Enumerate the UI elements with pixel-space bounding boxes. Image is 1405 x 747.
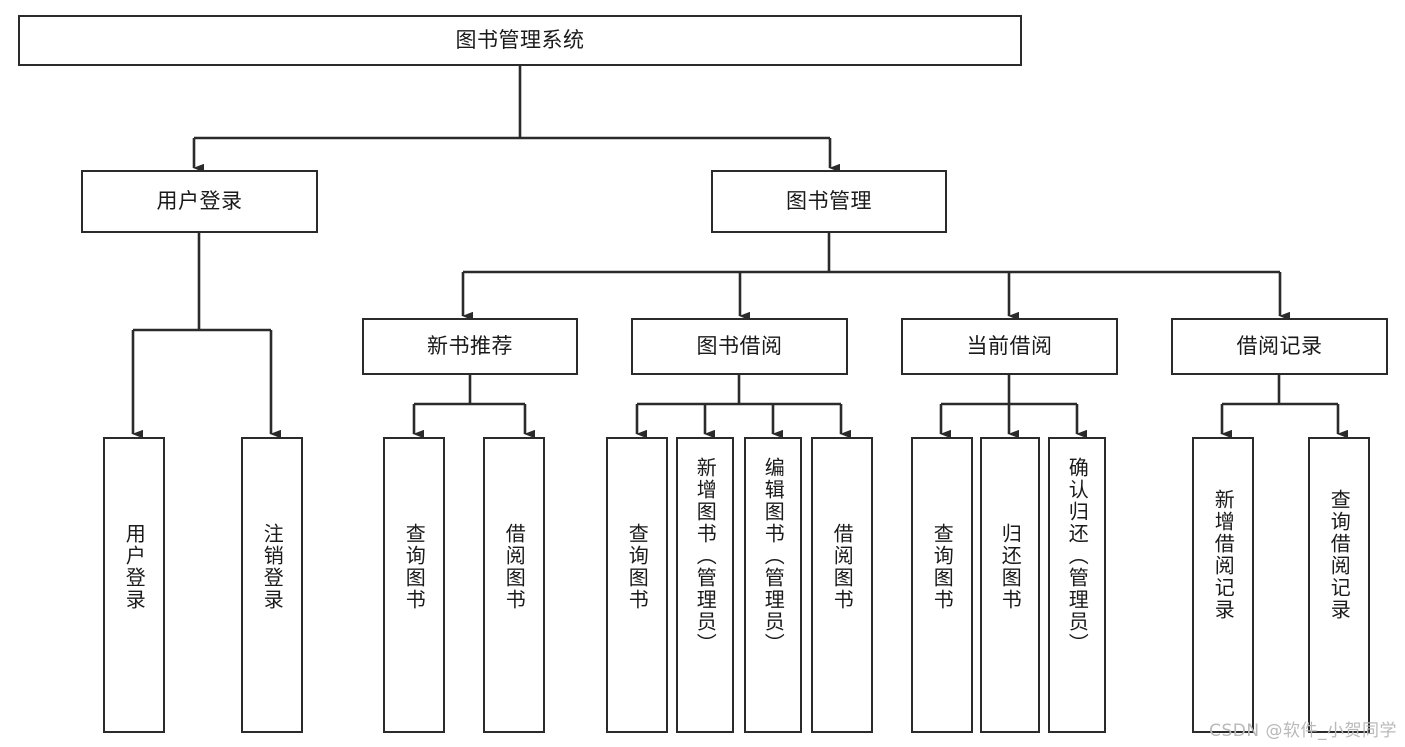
node-leaf-return-book[interactable]: 归还图书 bbox=[980, 437, 1040, 733]
node-leaf-add-book[interactable]: 新增图书（管理员） bbox=[676, 437, 734, 733]
node-leaf-logout-label: 注销登录 bbox=[260, 523, 285, 611]
node-leaf-confirm-return[interactable]: 确认归还（管理员） bbox=[1048, 437, 1106, 733]
node-leaf-borrow-book-1-label: 借阅图书 bbox=[502, 523, 527, 611]
node-leaf-confirm-return-label: 确认归还（管理员） bbox=[1065, 457, 1090, 655]
node-current-borrow[interactable]: 当前借阅 bbox=[901, 318, 1118, 375]
node-leaf-user-login[interactable]: 用户登录 bbox=[103, 437, 165, 733]
node-user-login[interactable]: 用户登录 bbox=[81, 170, 318, 233]
node-root-label: 图书管理系统 bbox=[455, 27, 585, 52]
node-book-borrow[interactable]: 图书借阅 bbox=[631, 318, 848, 375]
node-book-borrow-label: 图书借阅 bbox=[696, 333, 783, 358]
node-borrow-record-label: 借阅记录 bbox=[1236, 333, 1323, 358]
node-new-book-rec-label: 新书推荐 bbox=[427, 333, 513, 358]
node-leaf-edit-book[interactable]: 编辑图书（管理员） bbox=[744, 437, 802, 733]
watermark-text: CSDN @软件_小贺同学 bbox=[1209, 721, 1397, 741]
node-leaf-return-book-label: 归还图书 bbox=[998, 523, 1023, 611]
node-user-login-label: 用户登录 bbox=[156, 188, 243, 213]
node-leaf-query-book-3-label: 查询图书 bbox=[930, 523, 955, 611]
node-leaf-query-book-3[interactable]: 查询图书 bbox=[911, 437, 973, 733]
node-leaf-edit-book-label: 编辑图书（管理员） bbox=[761, 457, 786, 655]
node-root[interactable]: 图书管理系统 bbox=[18, 15, 1022, 66]
node-current-borrow-label: 当前借阅 bbox=[966, 333, 1053, 358]
node-leaf-borrow-book-1[interactable]: 借阅图书 bbox=[483, 437, 545, 733]
node-leaf-logout[interactable]: 注销登录 bbox=[241, 437, 303, 733]
node-leaf-borrow-book-2-label: 借阅图书 bbox=[830, 523, 855, 611]
node-book-manage[interactable]: 图书管理 bbox=[711, 170, 947, 233]
node-book-manage-label: 图书管理 bbox=[786, 188, 872, 213]
node-borrow-record[interactable]: 借阅记录 bbox=[1171, 318, 1388, 375]
node-leaf-query-book-2-label: 查询图书 bbox=[625, 523, 650, 611]
node-leaf-add-record-label: 新增借阅记录 bbox=[1211, 489, 1236, 621]
node-leaf-query-record[interactable]: 查询借阅记录 bbox=[1308, 437, 1370, 733]
node-leaf-add-record[interactable]: 新增借阅记录 bbox=[1192, 437, 1254, 733]
node-new-book-rec[interactable]: 新书推荐 bbox=[362, 318, 578, 375]
node-leaf-user-login-label: 用户登录 bbox=[122, 523, 147, 611]
node-leaf-borrow-book-2[interactable]: 借阅图书 bbox=[811, 437, 873, 733]
node-leaf-add-book-label: 新增图书（管理员） bbox=[693, 457, 718, 655]
node-leaf-query-book-1-label: 查询图书 bbox=[402, 523, 427, 611]
node-leaf-query-record-label: 查询借阅记录 bbox=[1327, 489, 1352, 621]
node-leaf-query-book-2[interactable]: 查询图书 bbox=[606, 437, 668, 733]
node-leaf-query-book-1[interactable]: 查询图书 bbox=[383, 437, 445, 733]
